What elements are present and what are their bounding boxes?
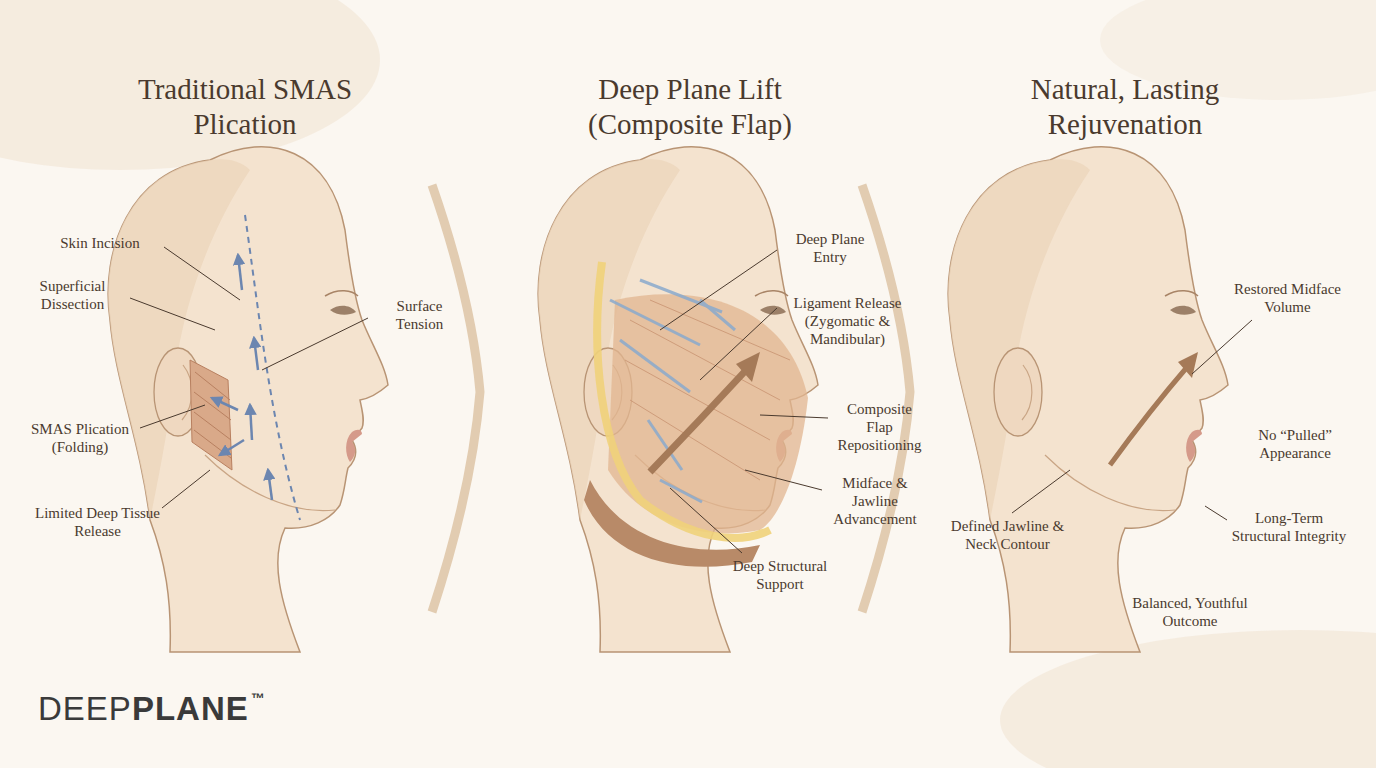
outcome-label: Long-Term Structural Integrity bbox=[1230, 509, 1348, 545]
part-label: SMAS Plication (Folding) bbox=[25, 420, 135, 456]
brand-logo: DEEPPLANE™ bbox=[38, 690, 265, 728]
outcome-label: Defined Jawline & Neck Contour bbox=[940, 517, 1075, 553]
part-label: Deep Structural Support bbox=[715, 557, 845, 593]
part-label: Midface & Jawline Advancement bbox=[825, 474, 925, 528]
panel-heading: Natural, Lasting Rejuvenation bbox=[985, 72, 1265, 142]
panel-chevron bbox=[432, 185, 480, 612]
outcome-label: No “Pulled” Appearance bbox=[1235, 426, 1355, 462]
face-traditional bbox=[108, 147, 388, 652]
part-label: Skin Incision bbox=[40, 234, 160, 252]
outcome-label: Restored Midface Volume bbox=[1225, 280, 1350, 316]
part-label: Surface Tension bbox=[372, 297, 467, 333]
logo-text: ™ bbox=[251, 690, 265, 706]
part-label: Deep Plane Entry bbox=[780, 230, 880, 266]
logo-text: PLANE bbox=[132, 690, 249, 728]
outcome-label: Balanced, Youthful Outcome bbox=[1110, 594, 1270, 630]
part-label: Limited Deep Tissue Release bbox=[35, 504, 160, 540]
leader-lines bbox=[130, 247, 1252, 553]
panel-heading: Traditional SMAS Plication bbox=[105, 72, 385, 142]
part-label: Composite Flap Repositioning bbox=[832, 400, 927, 454]
logo-text: DEEP bbox=[38, 690, 132, 728]
panel-chevron bbox=[862, 185, 910, 612]
part-label: Ligament Release (Zygomatic & Mandibular… bbox=[780, 294, 915, 348]
part-label: Superficial Dissection bbox=[20, 277, 125, 313]
panel-heading: Deep Plane Lift (Composite Flap) bbox=[540, 72, 840, 142]
face-result bbox=[948, 147, 1228, 652]
